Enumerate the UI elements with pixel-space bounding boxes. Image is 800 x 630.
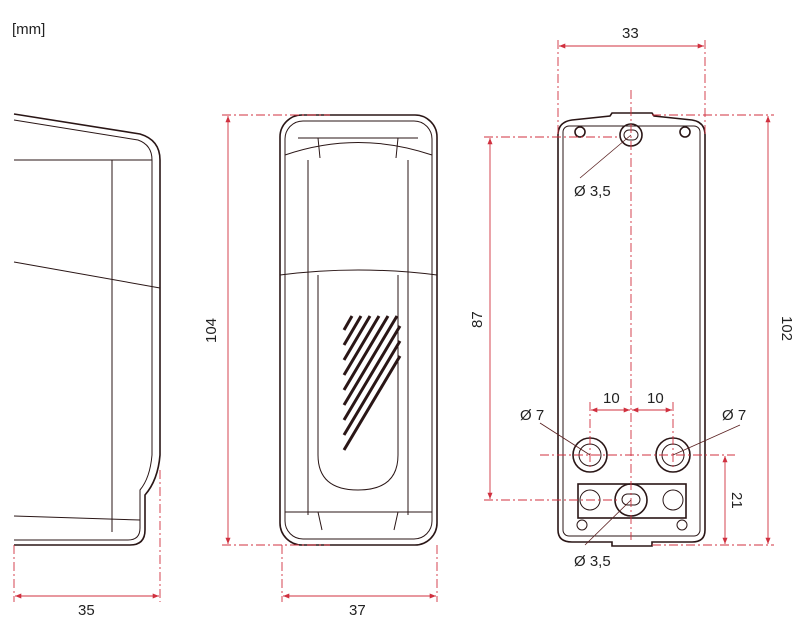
front-view: 104 37 xyxy=(203,114,438,619)
side-view: 35 xyxy=(13,113,161,619)
dimension-bottom-offset: 21 xyxy=(728,492,745,509)
label-bottom-hole: Ø 3,5 xyxy=(574,553,611,570)
label-right-hole: Ø 7 xyxy=(722,407,746,424)
label-left-hole: Ø 7 xyxy=(520,407,544,424)
unit-label: [mm] xyxy=(12,21,45,38)
dimension-hole-spacing: 87 xyxy=(469,311,486,328)
dimension-back-height: 102 xyxy=(778,316,795,341)
dimension-front-width: 37 xyxy=(349,602,366,619)
dimension-front-height: 104 xyxy=(203,318,220,343)
dimension-back-width: 33 xyxy=(622,25,639,42)
dimension-hole-offset-right: 10 xyxy=(647,390,664,407)
dimension-side-depth: 35 xyxy=(78,602,95,619)
label-top-hole: Ø 3,5 xyxy=(574,183,611,200)
back-view: 33 87 102 21 10 10 Ø 3,5 Ø 7 Ø 7 Ø 3,5 xyxy=(469,25,795,570)
grip-hatching-icon xyxy=(342,315,402,451)
dimension-hole-offset-left: 10 xyxy=(603,390,620,407)
